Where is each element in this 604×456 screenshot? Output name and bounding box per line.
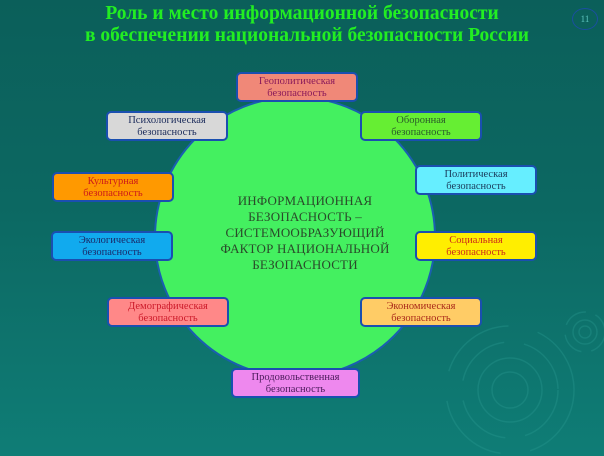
node-label: Психологическая — [128, 115, 206, 126]
center-line: БЕЗОПАСНОСТЬ – — [248, 209, 362, 224]
node-label: Оборонная — [396, 115, 446, 126]
center-line: СИСТЕМООБРАЗУЮЩИЙ — [225, 225, 385, 240]
node-label: безопасность — [446, 181, 506, 192]
node-label: безопасность — [391, 313, 451, 324]
center-line: ИНФОРМАЦИОННАЯ — [237, 193, 373, 208]
node-demographic: Демографическая безопасность — [107, 297, 229, 327]
center-line: ФАКТОР НАЦИОНАЛЬНОЙ — [220, 241, 390, 256]
node-label: Экономическая — [386, 301, 456, 312]
node-ecological: Экологическая безопасность — [51, 231, 173, 261]
node-label: Культурная — [87, 176, 139, 187]
node-label: безопасность — [82, 247, 142, 258]
node-label: безопасность — [137, 127, 197, 138]
slide-title: Роль и место информационной безопасности… — [0, 3, 604, 47]
node-label: Геополитическая — [258, 76, 336, 87]
node-food: Продовольственная безопасность — [231, 368, 360, 398]
node-label: безопасность — [265, 384, 326, 395]
node-geopolitical: Геополитическая безопасность — [236, 72, 358, 102]
node-label: Продовольственная — [251, 372, 340, 383]
title-line-1: Роль и место информационной безопасности — [105, 3, 499, 24]
node-psychological: Психологическая безопасность — [106, 111, 228, 141]
node-label: Экологическая — [78, 235, 146, 246]
node-label: безопасность — [83, 188, 143, 199]
node-political: Политическая безопасность — [415, 165, 537, 195]
central-concept-text: ИНФОРМАЦИОННАЯ БЕЗОПАСНОСТЬ – СИСТЕМООБР… — [200, 193, 410, 273]
slide-number-badge: 11 — [572, 8, 598, 30]
node-economic: Экономическая безопасность — [360, 297, 482, 327]
node-label: безопасность — [267, 88, 327, 99]
node-social: Социальная безопасность — [415, 231, 537, 261]
node-cultural: Культурная безопасность — [52, 172, 174, 202]
title-line-2: в обеспечении национальной безопасности … — [84, 25, 530, 46]
node-label: безопасность — [446, 247, 506, 258]
node-label: Политическая — [444, 169, 508, 180]
node-label: безопасность — [138, 313, 198, 324]
node-label: Социальная — [449, 235, 503, 246]
node-label: безопасность — [391, 127, 451, 138]
center-line: БЕЗОПАСНОСТИ — [252, 257, 358, 272]
node-defense: Оборонная безопасность — [360, 111, 482, 141]
node-label: Демографическая — [128, 301, 208, 312]
